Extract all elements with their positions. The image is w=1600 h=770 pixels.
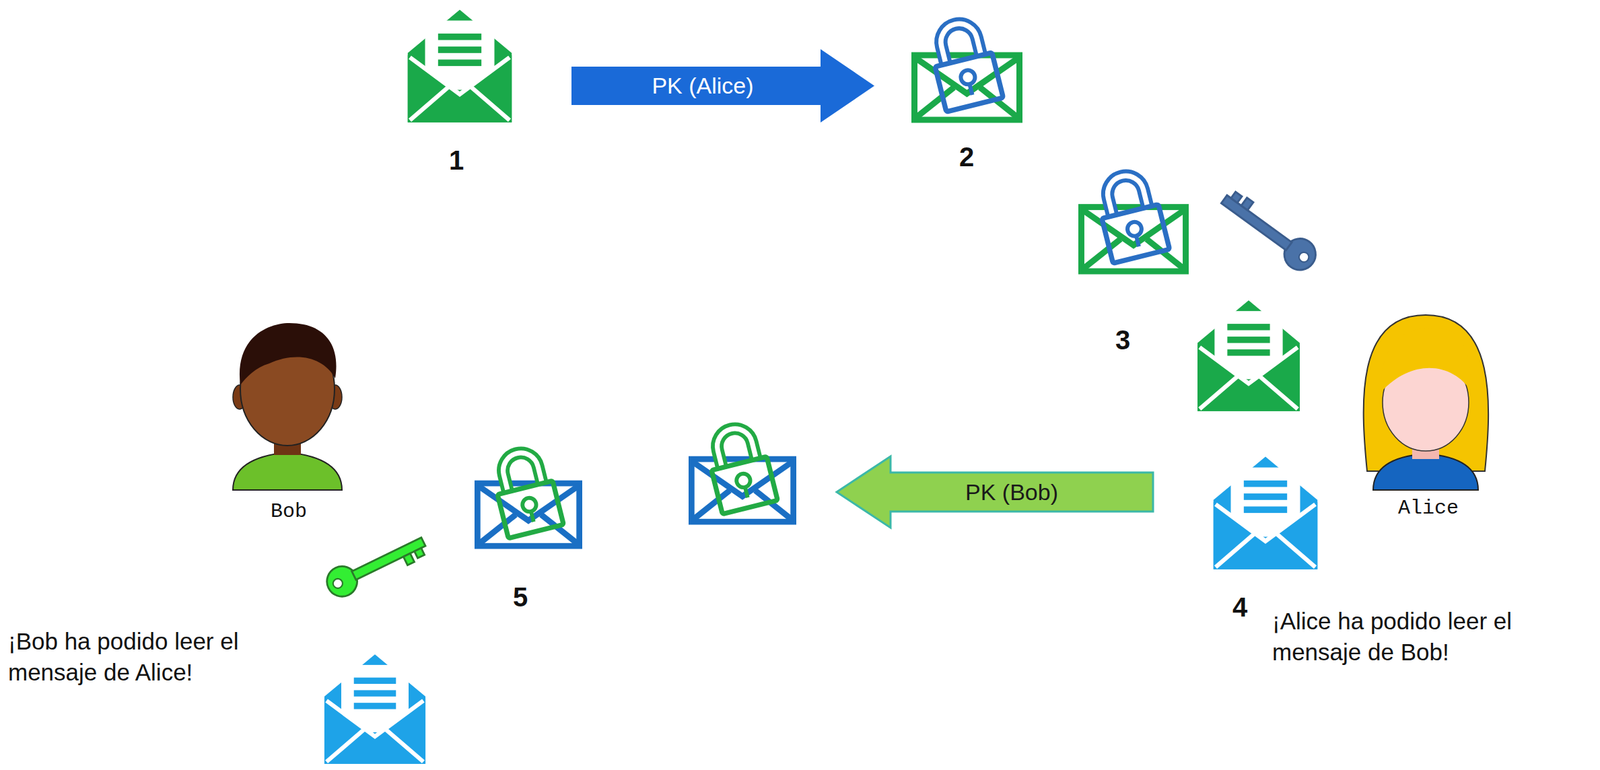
callout-number: 4 <box>1212 589 1267 625</box>
bob-avatar <box>232 323 342 491</box>
open-letter <box>1197 300 1300 412</box>
callout-number: 3 <box>1095 322 1150 358</box>
private-key <box>321 528 431 602</box>
open-letter <box>324 654 426 764</box>
public-key-arrow: PK (Alice) <box>571 49 875 123</box>
alice-avatar <box>1363 315 1489 491</box>
locked-envelope <box>1081 169 1186 272</box>
locked-envelope <box>477 446 579 547</box>
note-text: ¡Alice ha podido leer el mensaje de Bob! <box>1272 605 1589 668</box>
callout-number: 1 <box>429 142 484 178</box>
locked-envelope <box>691 422 793 523</box>
callout-number: 5 <box>493 579 548 615</box>
open-letter <box>1213 456 1318 569</box>
person-name: Bob <box>241 498 336 526</box>
locked-envelope <box>914 17 1020 120</box>
public-key-arrow: PK (Bob) <box>836 456 1154 528</box>
arrow-label: PK (Bob) <box>965 479 1059 506</box>
callout-number: 2 <box>939 139 994 175</box>
open-letter <box>407 9 512 122</box>
person-name: Alice <box>1374 495 1483 522</box>
arrow-label: PK (Alice) <box>651 72 754 99</box>
private-key <box>1214 186 1323 276</box>
note-text: ¡Bob ha podido leer el mensaje de Alice! <box>8 625 305 688</box>
